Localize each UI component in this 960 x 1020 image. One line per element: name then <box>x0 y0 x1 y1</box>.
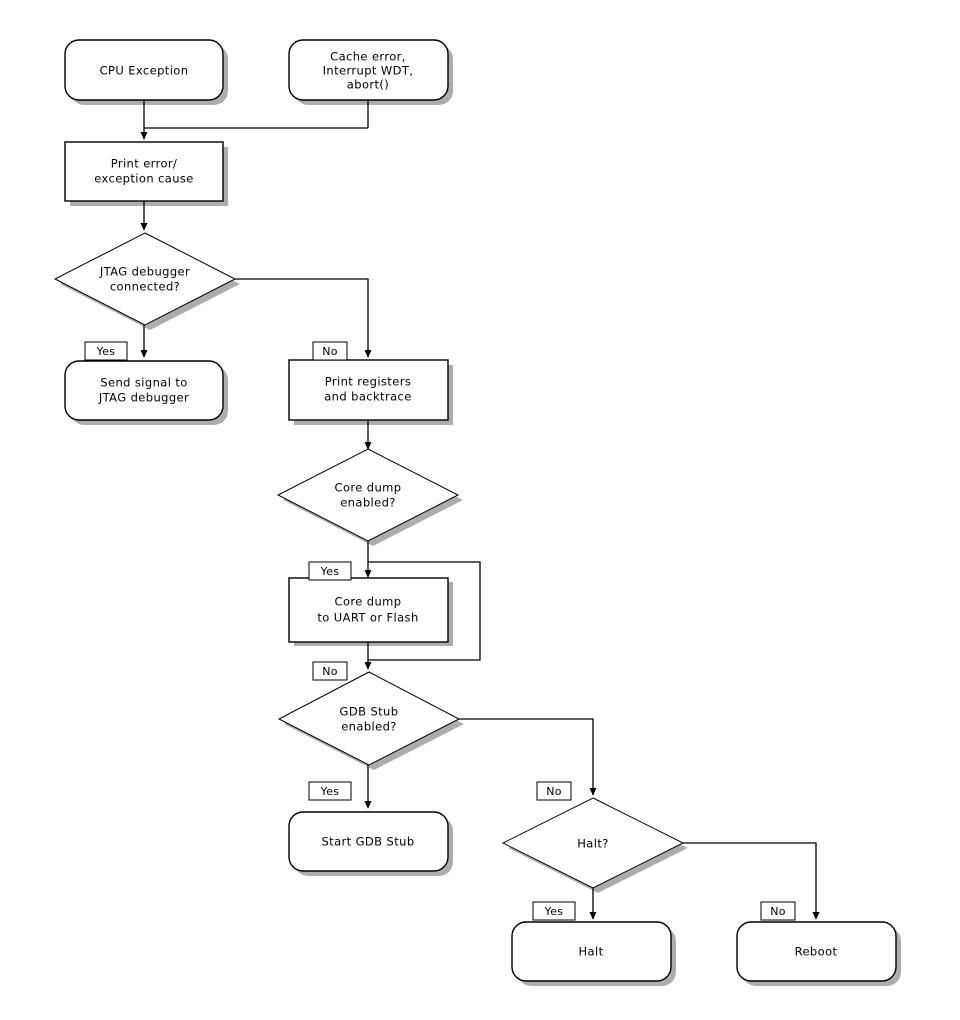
node-send-signal-shape <box>64 360 224 421</box>
node-start-gdb-stub-label: Start GDB Stub <box>321 835 414 849</box>
node-core-dump-enabled-label-line1: Core dump <box>335 481 402 495</box>
node-halt-question-shape <box>501 797 685 889</box>
node-send-signal-label-line1: Send signal to <box>100 376 187 390</box>
edge-gdb-stub-no-to-halt-q <box>459 718 597 796</box>
edge-core-dump-no-bypass <box>368 561 481 661</box>
node-gdb-stub-enabled-shape <box>277 671 461 766</box>
node-print-registers-label-line2: and backtrace <box>324 390 412 404</box>
node-cache-error[interactable]: Cache error, Interrupt WDT, abort() <box>288 39 449 101</box>
edge-label-coredump-yes: Yes <box>308 561 352 581</box>
node-print-registers-label-line1: Print registers <box>325 375 411 389</box>
node-halt-shape <box>511 921 672 982</box>
node-core-dump-label-line2: to UART or Flash <box>317 611 418 625</box>
edge-label-coredump-yes-text: Yes <box>320 565 340 578</box>
node-start-gdb-stub-shape <box>288 811 449 872</box>
node-print-error-shape <box>64 141 224 202</box>
node-core-dump-enabled-label-line2: enabled? <box>340 496 396 510</box>
node-cpu-exception-shape <box>64 39 224 101</box>
edge-label-jtag-yes-box <box>84 341 128 361</box>
node-cache-error-label-line2: Interrupt WDT, <box>323 64 414 78</box>
edge-halt-no-to-reboot <box>683 842 820 920</box>
edge-label-halt-yes-box <box>532 901 576 921</box>
node-jtag-connected-shape <box>53 232 237 326</box>
edge-label-halt-no: No <box>760 901 796 921</box>
node-cache-error-label-line1: Cache error, <box>330 50 406 64</box>
edge-label-jtag-no-box <box>312 341 348 361</box>
node-jtag-connected-label-line2: connected? <box>110 280 180 294</box>
node-print-error[interactable]: Print error/ exception cause <box>64 141 224 202</box>
node-send-signal[interactable]: Send signal to JTAG debugger <box>64 360 224 421</box>
edge-label-coredump-yes-box <box>308 561 352 581</box>
edge-label-halt-yes-text: Yes <box>544 905 564 918</box>
node-jtag-connected-label-line1: JTAG debugger <box>99 265 190 279</box>
node-cpu-exception-label: CPU Exception <box>100 64 189 78</box>
node-core-dump[interactable]: Core dump to UART or Flash <box>288 577 449 643</box>
edge-label-gdbstub-yes-box <box>308 781 352 801</box>
edge-label-jtag-no-text: No <box>322 345 338 358</box>
node-cpu-exception[interactable]: CPU Exception <box>64 39 224 101</box>
node-halt-question[interactable]: Halt? <box>501 797 685 889</box>
node-core-dump-shape <box>288 577 449 643</box>
edge-label-gdbstub-no-box <box>536 781 572 801</box>
node-print-error-label-line2: exception cause <box>94 172 194 186</box>
edge-label-halt-no-text: No <box>770 905 786 918</box>
node-jtag-connected[interactable]: JTAG debugger connected? <box>53 232 237 326</box>
edge-label-jtag-no: No <box>312 341 348 361</box>
node-gdb-stub-enabled[interactable]: GDB Stub enabled? <box>277 671 461 766</box>
node-print-registers[interactable]: Print registers and backtrace <box>288 359 449 421</box>
edge-label-halt-yes: Yes <box>532 901 576 921</box>
node-core-dump-enabled-shape <box>276 448 460 542</box>
node-gdb-stub-enabled-label-line2: enabled? <box>341 720 397 734</box>
node-cache-error-shape <box>288 39 449 101</box>
node-halt-question-label: Halt? <box>577 837 609 851</box>
edge-jtag-no-to-print-registers <box>235 278 372 358</box>
node-print-registers-shape <box>288 359 449 421</box>
edge-label-jtag-yes: Yes <box>84 341 128 361</box>
node-cache-error-label-line3: abort() <box>347 78 389 92</box>
edge-label-gdbstub-yes-text: Yes <box>320 785 340 798</box>
node-reboot[interactable]: Reboot <box>736 921 897 982</box>
edge-label-gdbstub-no: No <box>536 781 572 801</box>
node-print-error-label-line1: Print error/ <box>111 157 178 171</box>
edge-label-coredump-no: No <box>312 661 348 681</box>
edge-label-coredump-no-text: No <box>322 665 338 678</box>
node-core-dump-label-line1: Core dump <box>335 595 402 609</box>
edge-label-halt-no-box <box>760 901 796 921</box>
node-start-gdb-stub[interactable]: Start GDB Stub <box>288 811 449 872</box>
edge-label-coredump-no-box <box>312 661 348 681</box>
node-gdb-stub-enabled-label-line1: GDB Stub <box>340 705 399 719</box>
edge-label-jtag-yes-text: Yes <box>96 345 116 358</box>
node-halt-label: Halt <box>579 945 604 959</box>
node-send-signal-label-line2: JTAG debugger <box>98 391 189 405</box>
node-reboot-label: Reboot <box>795 945 838 959</box>
node-halt[interactable]: Halt <box>511 921 672 982</box>
node-core-dump-enabled[interactable]: Core dump enabled? <box>276 448 460 542</box>
edge-label-gdbstub-no-text: No <box>546 785 562 798</box>
connector-layer <box>140 101 820 920</box>
edge-label-gdbstub-yes: Yes <box>308 781 352 801</box>
node-reboot-shape <box>736 921 897 982</box>
